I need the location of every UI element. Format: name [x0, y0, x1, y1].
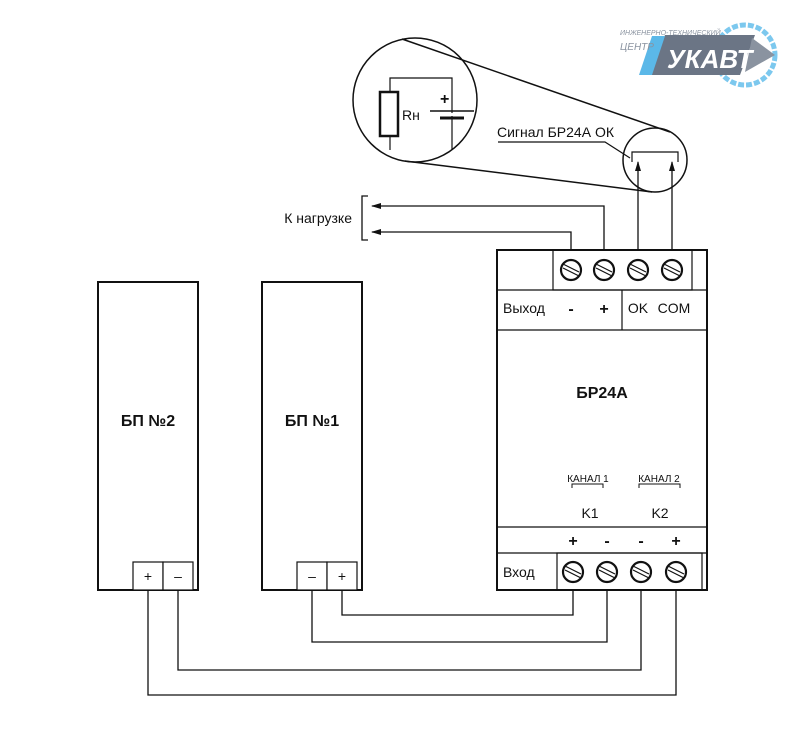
battery-plus: + — [440, 91, 449, 108]
inset-magnifier — [352, 37, 688, 193]
load-wires — [361, 161, 675, 262]
input-pol-2: - — [604, 533, 609, 550]
wire-psu2-plus — [147, 582, 677, 696]
psu-2-minus-label: – — [174, 568, 182, 584]
screw-slot — [667, 569, 685, 579]
screw-slot — [595, 267, 613, 277]
screw-terminal-icon — [664, 560, 688, 584]
psu-2: БП №2 + – — [97, 281, 199, 591]
screw-slot — [663, 263, 681, 273]
output-minus: - — [568, 301, 573, 318]
screw-slot — [632, 565, 650, 575]
signal-leader — [498, 141, 631, 159]
screw-terminal-icon — [660, 258, 684, 282]
psu-1-terminal-minus — [296, 561, 328, 591]
module-title: БР24А — [576, 385, 628, 402]
logo-plate — [650, 35, 755, 75]
screw-terminal-icon — [595, 560, 619, 584]
screw-terminal-icon — [592, 258, 616, 282]
screw-slot — [564, 565, 582, 575]
wire-psu1-plus — [341, 582, 574, 616]
screw-terminal-icon — [559, 258, 583, 282]
psu-1-terminal-plus — [326, 561, 358, 591]
screw-slot — [562, 267, 580, 277]
psu-2-title: БП №2 — [121, 413, 175, 430]
logo-brand: УКАВТ — [667, 44, 755, 74]
screw-slot — [629, 267, 647, 277]
module-br24a — [496, 249, 708, 591]
screw-slot — [667, 565, 685, 575]
inset-small-circle — [622, 127, 688, 193]
output-com: COM — [658, 300, 691, 316]
input-terminal-strip — [556, 552, 703, 591]
signal-bracket — [631, 151, 679, 162]
screw-slot — [629, 263, 647, 273]
channel-2-label: КАНАЛ 2 — [638, 474, 680, 485]
input-label: Вход — [503, 564, 535, 580]
inset-tangent-bottom — [404, 160, 653, 193]
channel-1-label: КАНАЛ 1 — [567, 474, 609, 485]
screws — [559, 258, 688, 584]
screw-terminal-icon — [561, 560, 585, 584]
input-pol-1: + — [568, 533, 577, 550]
input-pol-4: + — [671, 533, 680, 550]
psu-1-plus-label: + — [338, 568, 346, 584]
input-pol-3: - — [638, 533, 643, 550]
signal-label: Сигнал БР24А ОК — [497, 124, 615, 140]
k1-label: K1 — [581, 505, 598, 521]
resistor-icon — [378, 90, 400, 138]
input-wires — [147, 582, 677, 696]
screw-terminal-icon — [626, 258, 650, 282]
wire-psu1-minus — [311, 582, 608, 643]
logo-line1: ИНЖЕНЕРНО-ТЕХНИЧЕСКИЙ — [620, 28, 722, 37]
psu-1-minus-label: – — [308, 568, 316, 584]
load-bracket — [361, 195, 368, 241]
psu-2-plus-label: + — [144, 568, 152, 584]
output-label: Выход — [503, 300, 545, 316]
screw-slot — [632, 569, 650, 579]
screw-terminal-icon — [629, 560, 653, 584]
load-label: К нагрузке — [284, 210, 352, 226]
output-plus: + — [599, 301, 608, 318]
screw-slot — [562, 263, 580, 273]
screw-slot — [663, 267, 681, 277]
k2-label: K2 — [651, 505, 668, 521]
screw-slot — [598, 569, 616, 579]
inset-circuit-wire — [389, 77, 453, 150]
logo: ИНЖЕНЕРНО-ТЕХНИЧЕСКИЙ ЦЕНТР УКАВТ — [620, 22, 778, 88]
inset-tangent-top — [401, 38, 671, 133]
logo-arrow-icon — [745, 38, 775, 72]
load-wire-plus — [371, 203, 605, 262]
wire-psu2-minus — [177, 582, 642, 671]
output-ok: OK — [628, 300, 649, 316]
logo-stripe — [639, 36, 665, 75]
logo-line2: ЦЕНТР — [620, 42, 654, 53]
inset-large-circle — [352, 37, 478, 163]
resistor-label: Rн — [402, 107, 420, 123]
psu-1-title: БП №1 — [285, 413, 339, 430]
psu-1: БП №1 – + — [261, 281, 363, 591]
screw-slot — [564, 569, 582, 579]
screw-slot — [598, 565, 616, 575]
screw-slot — [595, 263, 613, 273]
